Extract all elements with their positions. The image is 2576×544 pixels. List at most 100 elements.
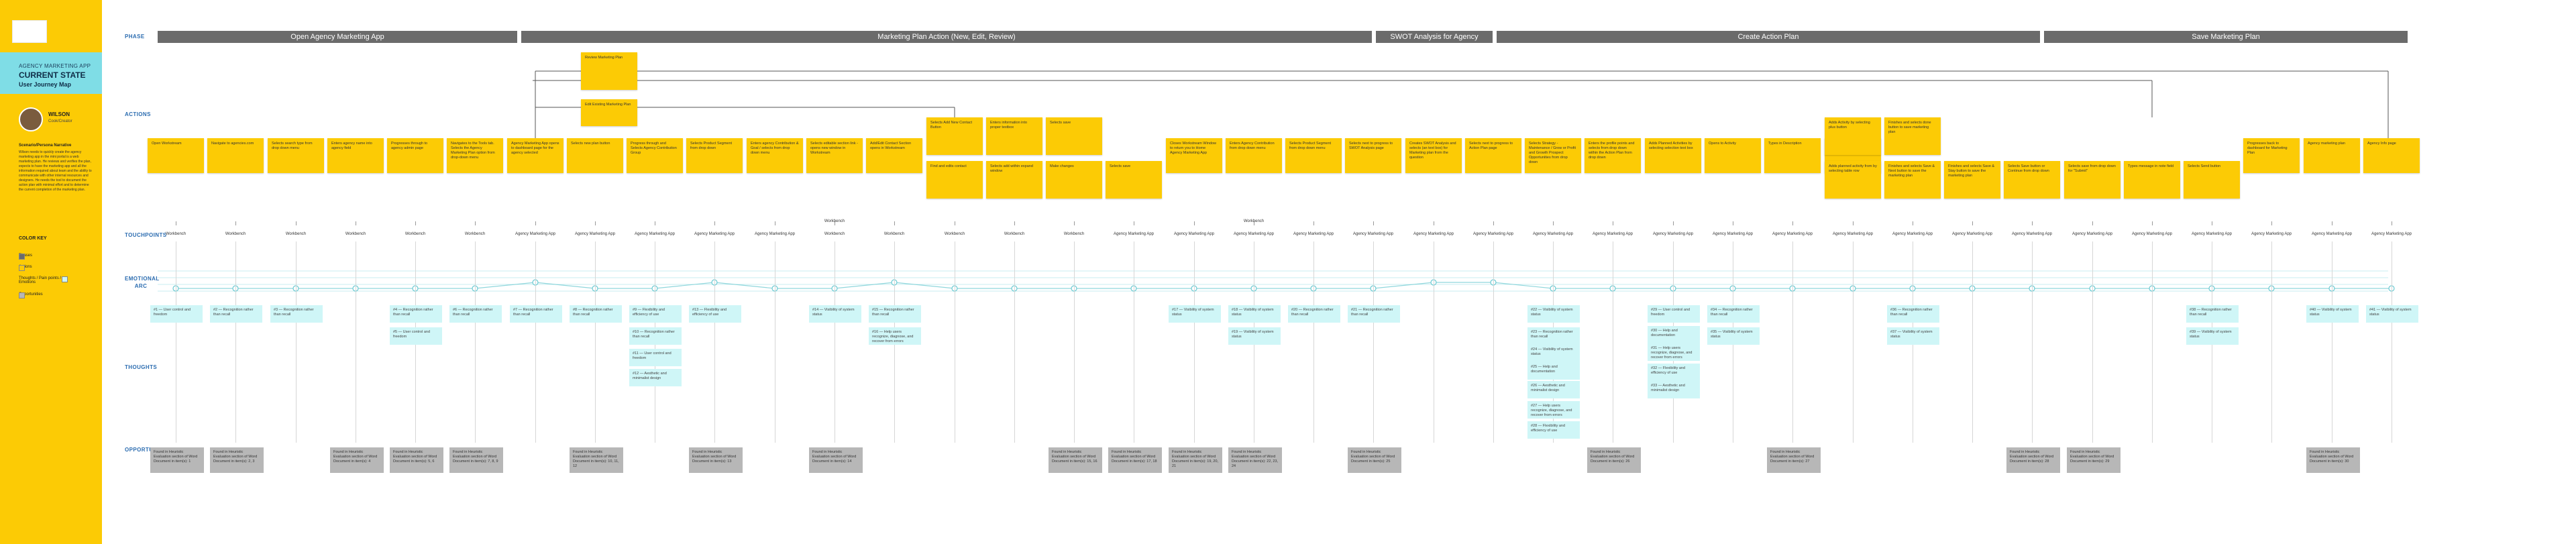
- guide-line: [2271, 241, 2272, 443]
- thought-card: #34 — Recognition rather than recall: [1707, 305, 1760, 323]
- thought-card: #27 — Help users recognize, diagnose, an…: [1527, 401, 1580, 419]
- touchpoint-label: Agency Marketing App: [1233, 232, 1275, 236]
- touchpoint-label: Agency Marketing App: [515, 232, 556, 236]
- action-card: Selects Product Segment from drop down: [686, 138, 743, 173]
- action-card: Open Workstream: [148, 138, 204, 173]
- touchpoint-label: Workbench: [1243, 219, 1265, 223]
- opportunity-card: Found in Heuristic Evaluation section of…: [1169, 447, 1222, 473]
- touchpoint-tick: [1074, 221, 1075, 225]
- thought-card: #15 — Recognition rather than recall: [869, 305, 921, 323]
- thought-card: #35 — Visibility of system status: [1707, 327, 1760, 345]
- guide-line: [535, 241, 536, 443]
- action-card: Find and edits contact: [926, 161, 983, 199]
- thought-card: #33 — Aesthetic and minimalist design: [1648, 381, 1700, 398]
- color-key-swatch: [19, 254, 25, 260]
- touchpoint-tick: [1313, 221, 1314, 225]
- color-key-item: Phases: [19, 254, 33, 258]
- color-key-swatch: [19, 265, 25, 271]
- touchpoint-tick: [1493, 221, 1494, 225]
- touchpoint-label: Agency Marketing App: [1832, 232, 1874, 236]
- thought-card: #8 — Recognition rather than recall: [570, 305, 622, 323]
- action-card: Selects editable section link - opens ne…: [806, 138, 863, 173]
- thought-card: #40 — Visibility of system status: [2306, 305, 2359, 323]
- action-card: Selects search type from drop down menu: [268, 138, 324, 173]
- touchpoint-label: Agency Marketing App: [2251, 232, 2292, 236]
- opportunity-card: Found in Heuristic Evaluation section of…: [330, 447, 384, 473]
- row-label-touchpoints: TOUCHPOINTS: [125, 232, 167, 238]
- action-card: Selects Strategy - Maintenance / Grow or…: [1525, 138, 1581, 173]
- thought-card: #41 — Visibility of system status: [2366, 305, 2418, 323]
- touchpoint-label: Workbench: [464, 232, 486, 236]
- touchpoint-label: Agency Marketing App: [1472, 232, 1514, 236]
- touchpoint-label: Agency Marketing App: [694, 232, 735, 236]
- touchpoint-tick: [235, 221, 236, 225]
- touchpoint-label: Agency Marketing App: [2131, 232, 2173, 236]
- action-card: Selects add within expand window: [986, 161, 1042, 199]
- logo-placeholder: [12, 20, 47, 43]
- persona-name: WILSON: [48, 111, 70, 117]
- stage-swot: SWOT Analysis for Agency: [1376, 31, 1493, 43]
- thought-card: #32 — Flexibility and efficiency of use: [1648, 364, 1700, 381]
- thought-card: #37 — Visibility of system status: [1887, 327, 1939, 345]
- action-card: Selects next to progress to Action Plan …: [1465, 138, 1521, 173]
- guide-line: [1313, 241, 1314, 443]
- action-card: Enters Agency Contribution from drop dow…: [1226, 138, 1282, 173]
- touchpoint-label: Agency Marketing App: [1173, 232, 1215, 236]
- opportunity-card: Found in Heuristic Evaluation section of…: [1767, 447, 1821, 473]
- touchpoint-label: Workbench: [883, 232, 905, 236]
- action-card-edit-plan: Edit Existing Marketing Plan: [581, 99, 637, 126]
- action-card: Enters agency name into agency field: [327, 138, 384, 173]
- touchpoint-label: Workbench: [824, 232, 845, 236]
- touchpoint-label: Agency Marketing App: [1592, 232, 1633, 236]
- touchpoint-tick: [1673, 221, 1674, 225]
- action-card: Navigates to the Tools tab. Selects the …: [447, 138, 503, 173]
- action-card: Adds Activity by selecting plus button: [1825, 117, 1881, 155]
- action-card: Progresses through to agency admin page: [387, 138, 443, 173]
- touchpoint-label: Workbench: [285, 232, 307, 236]
- opportunity-card: Found in Heuristic Evaluation section of…: [1587, 447, 1641, 473]
- touchpoint-tick: [2271, 221, 2272, 225]
- guide-line: [235, 241, 236, 443]
- action-card: Types in Description: [1764, 138, 1821, 173]
- action-card: Enters agency Contribution & Goal / sele…: [747, 138, 803, 173]
- thought-card: #11 — User control and freedom: [629, 349, 682, 366]
- opportunity-card: Found in Heuristic Evaluation section of…: [150, 447, 204, 473]
- touchpoint-label: Agency Marketing App: [1413, 232, 1454, 236]
- touchpoint-tick: [2152, 221, 2153, 225]
- guide-line: [1792, 241, 1793, 443]
- opportunity-card: Found in Heuristic Evaluation section of…: [2306, 447, 2360, 473]
- color-key-item: Opportunities: [19, 292, 43, 296]
- touchpoint-tick: [1553, 221, 1554, 225]
- touchpoint-tick: [714, 221, 715, 225]
- row-label-actions: ACTIONS: [125, 111, 151, 117]
- guide-line: [296, 241, 297, 443]
- thought-card: #31 — Help users recognize, diagnose, an…: [1648, 343, 1700, 361]
- action-card: Finishes and selects done button to save…: [1884, 117, 1941, 155]
- opportunity-card: Found in Heuristic Evaluation section of…: [1108, 447, 1162, 473]
- thought-card: #1 — User control and freedom: [150, 305, 203, 323]
- touchpoint-label: Agency Marketing App: [1712, 232, 1754, 236]
- action-card: Selects Save button or Continue from dro…: [2004, 161, 2060, 199]
- action-card: Selects Product Segment from drop down m…: [1285, 138, 1342, 173]
- avatar: [19, 107, 43, 131]
- action-card: Selects Add New Contact Button: [926, 117, 983, 155]
- thought-card: #39 — Visibility of system status: [2186, 327, 2239, 345]
- touchpoint-label: Workbench: [1004, 232, 1025, 236]
- action-card: Progresses back to dashboard for Marketi…: [2243, 138, 2300, 173]
- title-band: AGENCY MARKETING APP CURRENT STATE User …: [0, 52, 102, 94]
- touchpoint-label: Agency Marketing App: [754, 232, 796, 236]
- color-key-swatch: [62, 276, 68, 282]
- guide-line: [1493, 241, 1494, 443]
- guide-line: [714, 241, 715, 443]
- stage-marketing-plan-action: Marketing Plan Action (New, Edit, Review…: [521, 31, 1372, 43]
- touchpoint-label: Agency Marketing App: [574, 232, 616, 236]
- touchpoint-tick: [475, 221, 476, 225]
- thought-card: #6 — Recognition rather than recall: [449, 305, 502, 323]
- touchpoint-label: Workbench: [824, 219, 845, 223]
- action-card: Selects new plan button: [567, 138, 623, 173]
- thought-card: #18 — Visibility of system status: [1228, 305, 1281, 323]
- touchpoint-label: Workbench: [405, 232, 426, 236]
- app-name: AGENCY MARKETING APP: [19, 63, 91, 69]
- guide-line: [1014, 241, 1015, 443]
- guide-line: [595, 241, 596, 443]
